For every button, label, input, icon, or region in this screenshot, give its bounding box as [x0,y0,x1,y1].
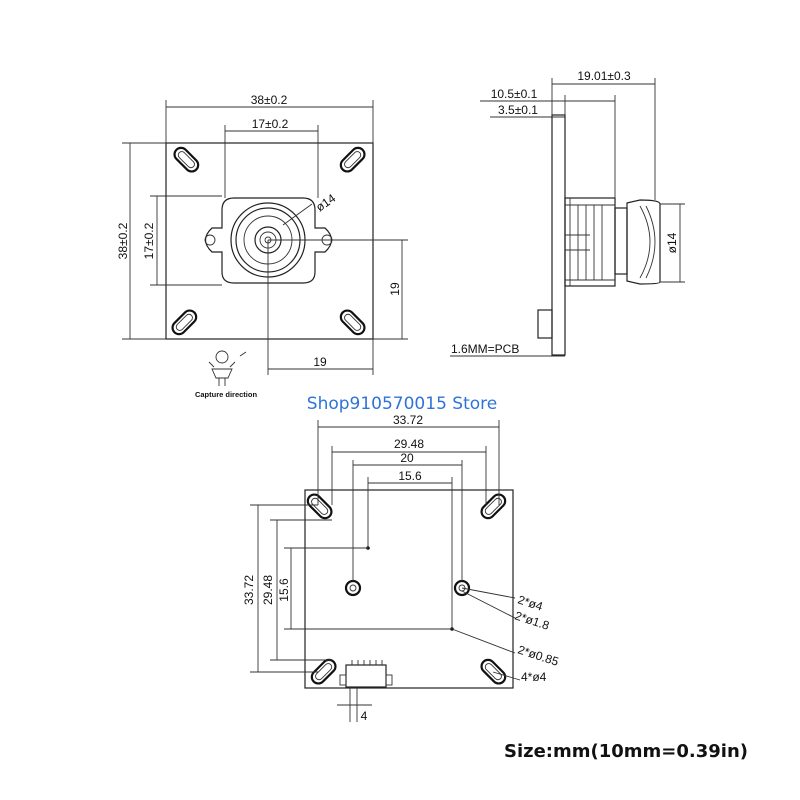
back-hole-d-label: 4*ø4 [521,670,547,684]
side-connector [537,309,553,339]
front-inner-height-label: 17±0.2 [142,222,156,259]
front-inner-width-label: 17±0.2 [252,117,289,131]
side-dim-a-label: 10.5±0.1 [491,87,538,101]
capture-direction-icon [208,350,247,386]
front-pcb-outline [165,142,374,340]
back-w2-label: 29.48 [394,437,424,451]
back-h1-label: 33.72 [242,575,256,605]
front-dimensions [122,100,408,375]
side-pcb-label: 1.6MM=PCB [451,342,519,356]
size-note: Size:mm(10mm=0.39in) [504,741,748,762]
front-offset-h-label: 19 [313,355,327,369]
back-hole-b-label: 2*ø1.8 [513,609,551,633]
back-w3-label: 20 [400,451,414,465]
store-label: Shop910570015 Store [307,394,497,414]
back-mounting-slots [306,493,507,685]
lens-holder [204,197,333,284]
back-view: 33.72 29.48 20 15.6 33.72 29.48 15.6 2*ø… [242,413,561,723]
back-connector-width-label: 4 [361,709,368,723]
capture-direction-label: Capture direction [195,390,258,399]
back-pcb-outline [304,489,514,689]
side-lens-holder [564,197,661,287]
side-lens-diameter-label: ø14 [665,232,679,253]
side-overall-label: 19.01±0.3 [577,69,631,83]
back-h2-label: 29.48 [261,575,275,605]
back-w4-label: 15.6 [398,469,422,483]
front-lens-diameter-label: ø14 [313,191,338,215]
side-dimensions [450,78,685,357]
front-offset-v-label: 19 [388,282,402,296]
side-view: 19.01±0.3 10.5±0.1 3.5±0.1 ø14 1.6MM=PCB [450,69,685,357]
front-view: 38±0.2 17±0.2 38±0.2 17±0.2 ø14 19 19 Ca… [116,93,408,399]
back-holes [344,546,471,631]
back-dimensions [250,420,521,722]
front-mounting-slots [171,146,366,336]
side-dim-b-label: 3.5±0.1 [498,103,538,117]
back-h3-label: 15.6 [277,578,291,602]
back-connector [339,660,393,688]
back-hole-c-label: 2*ø0.85 [516,643,561,669]
front-height-label: 38±0.2 [116,222,130,259]
side-pcb [551,114,566,356]
front-width-label: 38±0.2 [251,93,288,107]
back-w1-label: 33.72 [393,413,423,427]
